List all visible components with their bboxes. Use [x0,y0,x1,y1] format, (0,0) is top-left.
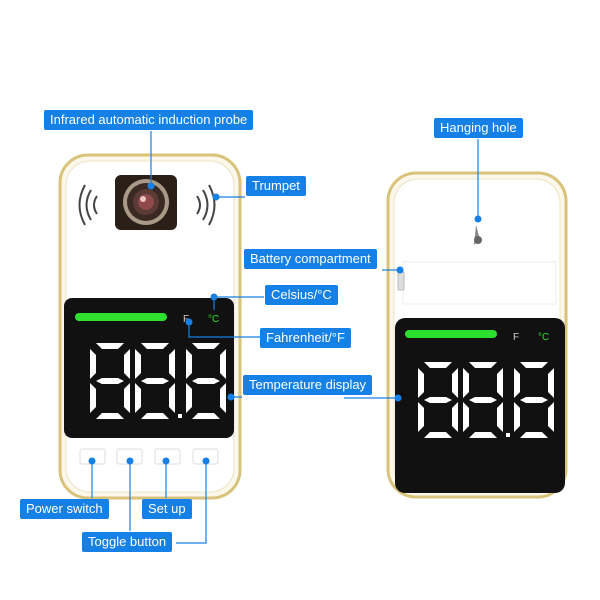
callout-celsius: Celsius/°C [265,285,338,305]
front-status-bar [75,313,167,321]
back-digit-readout [418,362,554,438]
callout-trumpet: Trumpet [246,176,306,196]
callout-fahrenheit: Fahrenheit/°F [260,328,351,348]
front-fahrenheit-indicator: F [183,314,189,325]
callout-temperature-display: Temperature display [243,375,373,395]
battery-compartment-cover [402,261,557,305]
back-screen [395,318,565,493]
callout-probe: Infrared automatic induction probe [44,110,254,130]
front-digit-readout [90,343,226,419]
back-celsius-indicator: °C [538,332,549,343]
front-device: F °C [58,153,242,500]
leader-lines [88,131,482,544]
infrared-probe [115,175,177,230]
speaker-left-icon [78,184,98,226]
hanging-hole-icon [474,225,482,245]
back-device: F °C [386,171,568,499]
speaker-right-icon [196,184,216,226]
callout-toggle-button: Toggle button [82,532,173,552]
callout-power-switch: Power switch [20,499,109,519]
back-fahrenheit-indicator: F [513,332,519,343]
front-buttons [79,448,219,465]
front-celsius-indicator: °C [208,314,219,325]
callout-hanging-hole: Hanging hole [434,118,523,138]
callout-battery-compartment: Battery compartment [244,249,377,269]
back-status-bar [405,330,497,338]
callout-set-up: Set up [142,499,192,519]
